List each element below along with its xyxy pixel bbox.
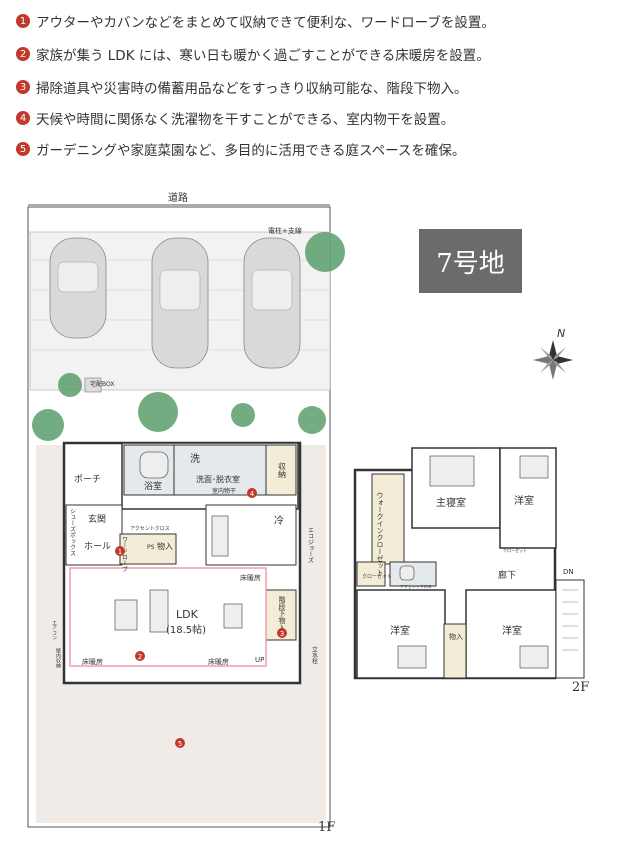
- wall-storage-label: 壁内収納: [55, 647, 61, 669]
- corridor-label: 廊下: [498, 569, 516, 581]
- bath-label: 浴室: [144, 480, 162, 492]
- accent-cross-label: アクセントクロス: [130, 526, 170, 532]
- closet-small-label: クローゼット: [362, 573, 392, 580]
- utility-pole-label: 電柱+支線: [268, 226, 302, 235]
- toilet-icon: [399, 565, 415, 581]
- accent-cross-label-2f: アクセントクロス: [400, 583, 432, 589]
- feature-text: 家族が集う LDK には、寒い日も暖かく過ごすことができる床暖房を設置。: [36, 48, 490, 64]
- western-room-label: 洋室: [502, 624, 522, 637]
- feature-number: 2: [16, 47, 30, 61]
- feature-item-1: 1 アウターやカバンなどをまとめて収納できて便利な、ワードローブを設置。: [16, 11, 495, 31]
- hall-label: ホール: [84, 541, 111, 552]
- dining-table-icon: [223, 603, 243, 629]
- marker-3-number: 3: [280, 630, 284, 638]
- stairs-down-label: DN: [563, 568, 574, 576]
- floor-heating-zone: [69, 567, 267, 667]
- kitchen-counter-icon: [211, 515, 229, 557]
- under-stairs-label: 階段下物入: [278, 595, 286, 631]
- compass-icon: [533, 340, 573, 380]
- stairs-up-label: UP: [255, 656, 264, 664]
- desk-icon: [519, 645, 549, 669]
- tree-icon: [32, 409, 64, 441]
- entrance-label: 玄関: [88, 513, 106, 525]
- floor-heating-label: 床暖房: [208, 657, 229, 666]
- bed-icon: [429, 455, 475, 487]
- desk-icon: [519, 455, 549, 479]
- ecojoes-label: エコジョーズ: [307, 527, 314, 563]
- feature-text: アウターやカバンなどをまとめて収納できて便利な、ワードローブを設置。: [36, 15, 495, 31]
- tree-icon: [298, 406, 326, 434]
- feature-item-4: 4 天候や時間に関係なく洗濯物を干すことができる、室内物干を設置。: [16, 108, 454, 128]
- feature-text: 天候や時間に関係なく洗濯物を干すことができる、室内物干を設置。: [36, 112, 455, 128]
- marker-2-number: 2: [138, 653, 142, 661]
- feature-number: 5: [16, 142, 30, 156]
- feature-item-2: 2 家族が集う LDK には、寒い日も暖かく過ごすことができる床暖房を設置。: [16, 44, 490, 64]
- shoe-box-label: シューズボックス: [69, 508, 76, 556]
- feature-text: 掃除道具や災害時の備蓄用品などをすっきり収納可能な、階段下物入。: [36, 81, 468, 97]
- marker-2: [135, 651, 145, 661]
- delivery-box-icon: [84, 377, 102, 393]
- walkin-closet-label: ウォークインクローゼット: [376, 492, 384, 576]
- delivery-box-label: 宅配BOX: [90, 380, 114, 388]
- floor-label-1f: 1F: [318, 820, 336, 835]
- wardrobe-label: ワードローブ: [121, 536, 128, 572]
- north-label: N: [557, 327, 565, 340]
- feature-number: 4: [16, 111, 30, 125]
- water-tap-label: 立水栓: [311, 645, 318, 665]
- storage-label: 収納: [278, 461, 287, 479]
- table-icon: [114, 599, 138, 631]
- bathtub-icon: [139, 451, 169, 479]
- sofa-icon: [149, 589, 169, 633]
- desk-icon: [397, 645, 427, 669]
- marker-1: [115, 546, 125, 556]
- marker-5: [175, 738, 185, 748]
- feature-text: ガーデニングや家庭菜園など、多目的に活用できる庭スペースを確保。: [36, 143, 466, 159]
- ldk-label: LDK: [176, 608, 199, 621]
- feature-number: 3: [16, 80, 30, 94]
- road-label: 道路: [168, 191, 188, 204]
- master-bedroom-label: 主寝室: [436, 496, 466, 509]
- closet-small-label: クローゼット: [503, 547, 527, 553]
- marker-5-number: 5: [178, 740, 182, 748]
- tree-icon: [138, 392, 178, 432]
- closet-label: 物入: [157, 541, 173, 551]
- closet-label: 物入: [449, 632, 463, 641]
- ldk-size-label: (18.5帖): [166, 623, 206, 636]
- floor-heating-label: 床暖房: [82, 657, 103, 666]
- marker-4-number: 4: [250, 490, 255, 498]
- tree-icon: [231, 403, 255, 427]
- marker-1-number: 1: [118, 548, 122, 556]
- fridge-label: 冷: [274, 514, 284, 527]
- indoor-dryer-label: 室内物干: [212, 487, 236, 495]
- floor-label-2f: 2F: [572, 680, 590, 695]
- ps-label: PS: [147, 544, 155, 551]
- porch-label: ポーチ: [74, 474, 101, 485]
- lot-number-badge: 7号地: [419, 229, 522, 293]
- marker-3: [277, 628, 287, 638]
- site-plan-1f: 道路 電柱+支線 宅配BOX: [27, 191, 345, 828]
- feature-item-5: 5 ガーデニングや家庭菜園など、多目的に活用できる庭スペースを確保。: [16, 139, 465, 159]
- western-room-label: 洋室: [390, 624, 410, 637]
- floor-heating-label: 床暖房: [240, 573, 261, 582]
- western-room-label: 洋室: [514, 494, 534, 507]
- wash-mark-label: 洗: [190, 453, 200, 465]
- feature-item-3: 3 掃除道具や災害時の備蓄用品などをすっきり収納可能な、階段下物入。: [16, 77, 467, 97]
- laundry-room-label: 洗面･脱衣室: [196, 474, 240, 484]
- aircon-label: エアコン: [51, 620, 57, 640]
- tree-icon: [305, 232, 345, 272]
- feature-number: 1: [16, 14, 30, 28]
- tree-icon: [58, 373, 82, 397]
- marker-4: [247, 488, 257, 498]
